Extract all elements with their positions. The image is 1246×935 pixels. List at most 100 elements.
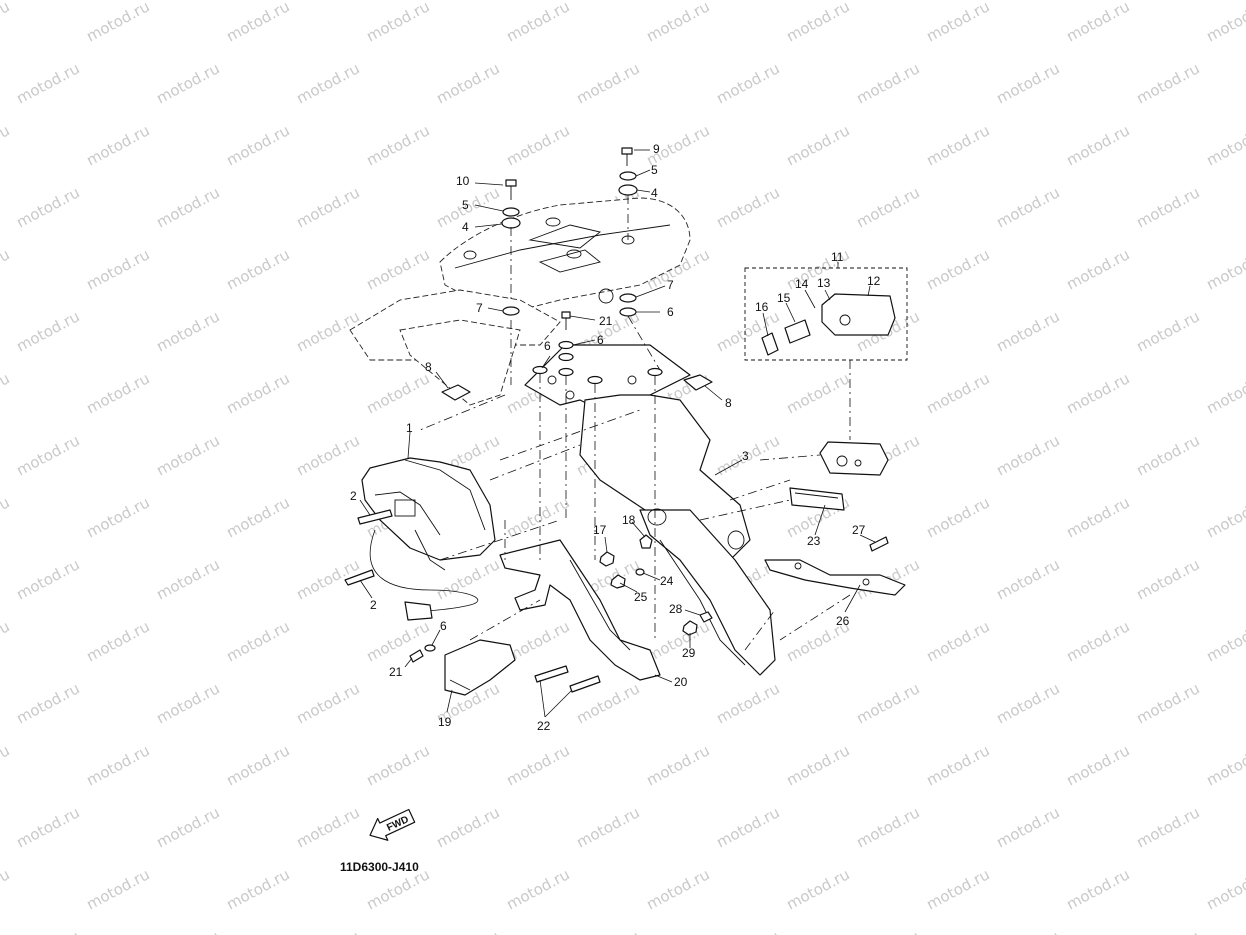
watermark-text: motod.ru [1133,431,1202,479]
callout-5b: 5 [651,163,658,177]
callout-25: 25 [634,590,648,604]
license-light-housing [819,441,889,476]
watermark-text: motod.ru [853,679,922,727]
watermark-text: motod.ru [1133,803,1202,851]
watermark-text: motod.ru [923,617,992,665]
watermark-text: motod.ru [0,0,13,46]
watermark-text: motod.ru [13,307,82,355]
callout-21a: 21 [599,314,613,328]
watermark-text: motod.ru [503,865,572,913]
watermark-text: motod.ru [713,803,782,851]
callout-18: 18 [622,513,636,527]
watermark-text: motod.ru [433,803,502,851]
callout-19: 19 [438,715,452,729]
watermark-text: motod.ru [1063,245,1132,293]
watermark-text: motod.ru [223,369,292,417]
callout-9: 9 [653,142,660,156]
watermark-text: motod.ru [1063,493,1132,541]
watermark-text: motod.ru [153,927,222,935]
watermark-text: motod.ru [993,555,1062,603]
watermark-text: motod.ru [0,369,13,417]
callout-16: 16 [755,300,769,314]
watermark-text: motod.ru [13,431,82,479]
callout-1: 1 [406,421,413,435]
watermark-text: motod.ru [853,59,922,107]
watermark-text: motod.ru [153,555,222,603]
watermark-text: motod.ru [0,245,13,293]
watermark-text: motod.ru [503,121,572,169]
watermark-text: motod.ru [993,803,1062,851]
watermark-text: motod.ru [363,0,432,46]
callout-22: 22 [537,719,551,733]
reflector [789,487,845,511]
watermark-text: motod.ru [993,59,1062,107]
watermark-text: motod.ru [363,617,432,665]
watermark-text: motod.ru [83,0,152,46]
watermark-text: motod.ru [433,927,502,935]
watermark-text: motod.ru [783,369,852,417]
watermark-text: motod.ru [363,121,432,169]
watermark-text: motod.ru [13,183,82,231]
watermark-text: motod.ru [433,555,502,603]
watermark-text: motod.ru [0,865,13,913]
watermark-text: motod.ru [503,493,572,541]
diagram-code: 11D6300-J410 [340,860,419,874]
watermark-text: motod.ru [503,0,572,46]
watermark-text: motod.ru [223,865,292,913]
watermark-text: motod.ru [153,59,222,107]
watermark-text: motod.ru [1063,0,1132,46]
watermark-text: motod.ru [1063,741,1132,789]
watermark-text: motod.ru [783,0,852,46]
watermark-text: motod.ru [783,865,852,913]
watermark-text: motod.ru [1133,679,1202,727]
watermark-text: motod.ru [293,803,362,851]
callout-13: 13 [817,276,831,290]
assembly-lines [419,195,851,651]
watermark-text: motod.ru [1063,865,1132,913]
watermark-text: motod.ru [923,741,992,789]
watermark-text: motod.ru [573,803,642,851]
watermark-text: motod.ru [363,245,432,293]
watermark-text: motod.ru [1203,617,1246,665]
watermark-text: motod.ru [1133,183,1202,231]
callout-8b: 8 [725,396,732,410]
watermark-text: motod.ru [1203,865,1246,913]
watermark-text: motod.ru [13,927,82,935]
callout-10: 10 [456,174,470,188]
watermark-text: motod.ru [573,59,642,107]
tail-light-assembly [361,457,496,621]
callout-5a: 5 [462,198,469,212]
watermark-text: motod.ru [13,59,82,107]
watermark-text: motod.ru [293,59,362,107]
license-plate-bracket [764,559,906,596]
callout-29: 29 [682,646,696,660]
watermark-text: motod.ru [1133,927,1202,935]
watermark-text: motod.ru [1063,369,1132,417]
watermark-text: motod.ru [503,741,572,789]
watermark-text: motod.ru [83,369,152,417]
callout-27: 27 [852,523,866,537]
watermark-text: motod.ru [0,121,13,169]
watermark-text: motod.ru [923,0,992,46]
callout-17: 17 [593,523,607,537]
watermark-text: motod.ru [993,431,1062,479]
watermark-text: motod.ru [293,183,362,231]
watermark-text: motod.ru [83,121,152,169]
watermark-text: motod.ru [713,927,782,935]
watermark-text: motod.ru [923,369,992,417]
callout-24: 24 [660,574,674,588]
watermark-text: motod.ru [1133,555,1202,603]
watermark-text: motod.ru [153,431,222,479]
watermark-text: motod.ru [1203,493,1246,541]
callout-12: 12 [867,274,881,288]
watermark-text: motod.ru [1063,617,1132,665]
watermark-text: motod.ru [713,183,782,231]
watermark-text: motod.ru [1203,369,1246,417]
watermark-text: motod.ru [83,617,152,665]
callout-21b: 21 [389,665,403,679]
watermark-text: motod.ru [293,431,362,479]
fasteners [344,147,889,693]
watermark-text: motod.ru [1133,307,1202,355]
watermark-text: motod.ru [433,59,502,107]
